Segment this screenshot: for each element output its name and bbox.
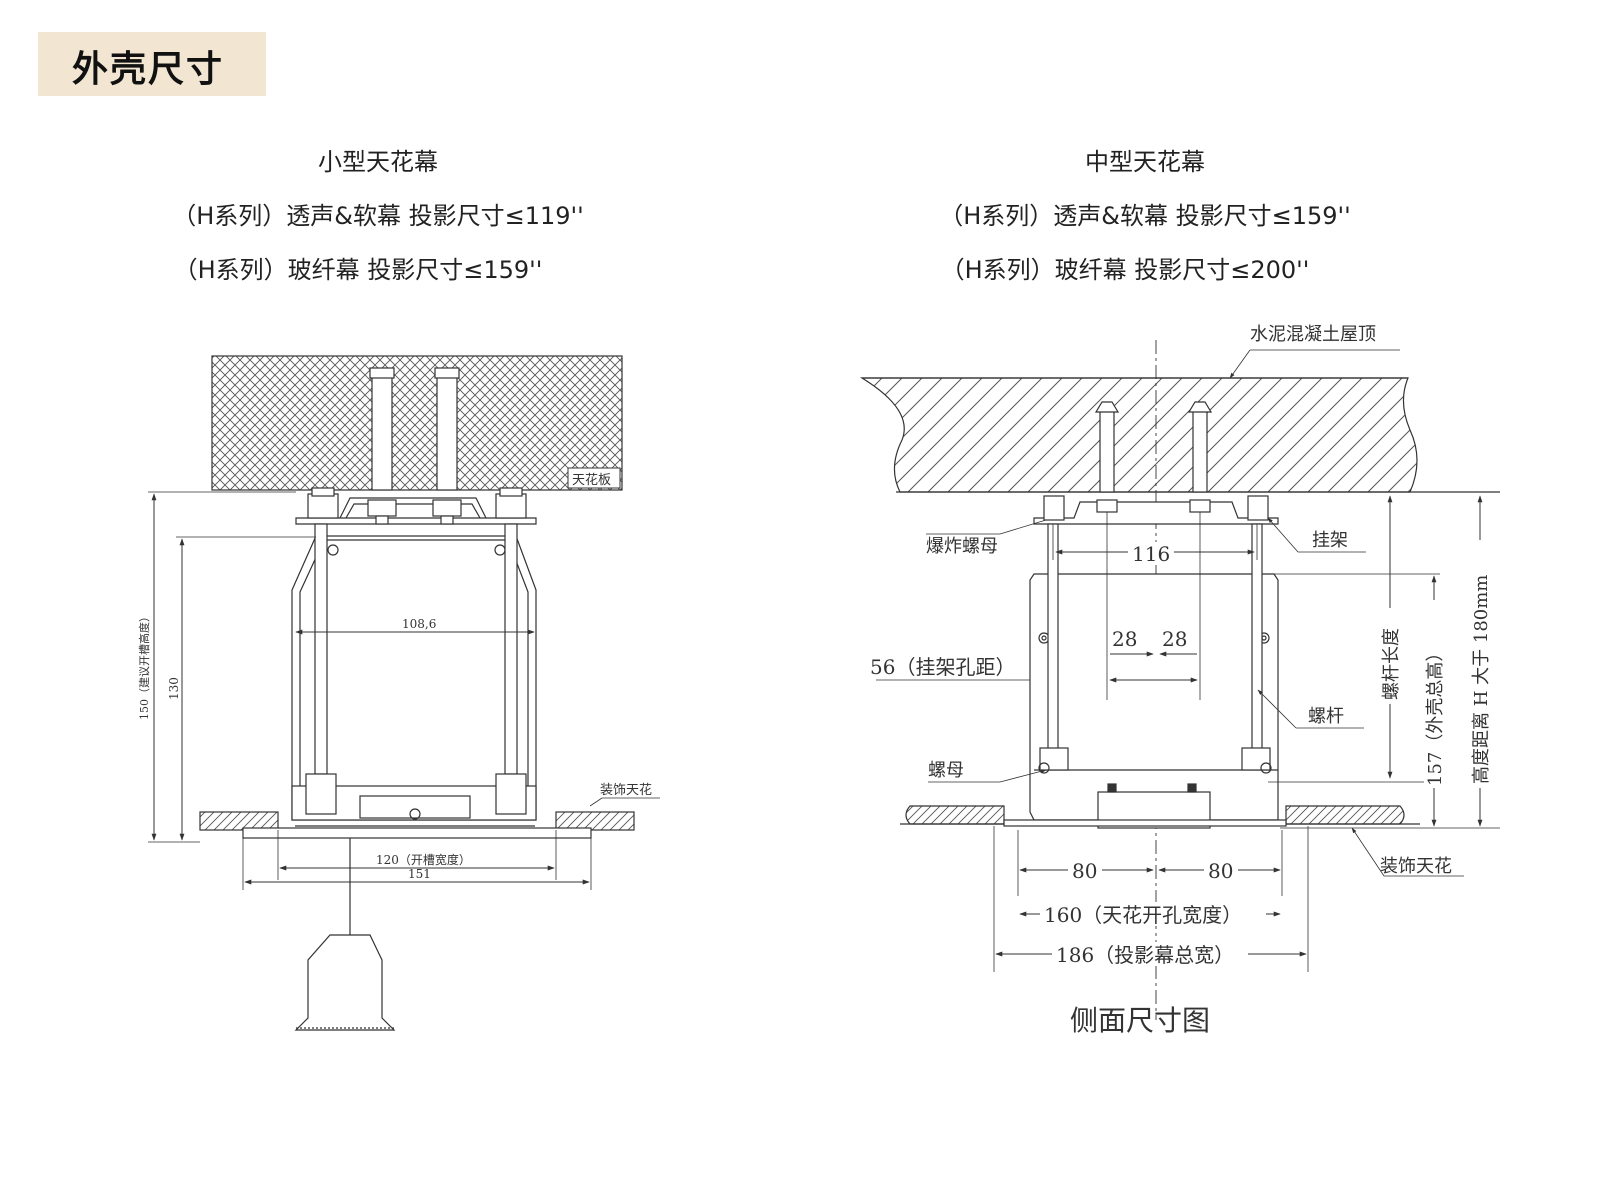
left-top-bracket [295,517,537,525]
right-label-rod: 螺杆 [1308,706,1344,727]
left-diagram [148,355,660,1031]
right-label-shell-height: 157（外壳总高） [1425,644,1446,786]
right-label-nut: 螺母 [928,760,964,781]
right-deco-ceiling-left [905,805,1005,825]
left-anchor-bolt-1 [371,371,393,491]
right-label-opening-width: 160（天花开孔宽度） [1044,903,1242,927]
right-label-deco-ceiling: 装饰天花 [1380,856,1452,877]
left-spec-line-2: （H系列）玻纤幕 投影尺寸≤159'' [173,256,543,284]
left-deco-ceiling-left [199,811,279,831]
right-caption: 侧面尺寸图 [1070,1004,1210,1037]
right-label-bracket: 挂架 [1312,530,1348,551]
right-label-expansion-nut: 爆炸螺母 [926,536,998,557]
right-housing [1029,573,1279,821]
left-deco-ceiling-right [555,811,635,831]
left-label-ceiling-board: 天花板 [572,472,611,488]
left-label-total-height: 150（建议开槽高度） [137,611,151,720]
right-anchor-bolt-1 [1099,409,1115,493]
right-label-screen-width: 186（投影幕总宽） [1056,943,1234,967]
left-label-slot-width: 120（开槽宽度） [376,852,471,867]
right-concrete-roof [859,377,1418,493]
left-rod-2 [504,523,518,775]
right-labels: 水泥混凝土屋顶 爆炸螺母 挂架 116 28 28 56（挂架孔距） 螺杆 螺母… [870,322,1492,1037]
right-title: 中型天花幕 [1085,148,1205,176]
right-label-concrete-roof: 水泥混凝土屋顶 [1250,324,1376,345]
left-label-box-height: 130 [167,677,181,700]
right-label-dim-80b: 80 [1208,859,1233,883]
left-ceiling-block [211,355,623,491]
right-label-dim-28b: 28 [1162,627,1187,651]
left-label-total-width: 151 [408,867,431,881]
right-spec-line-2: （H系列）玻纤幕 投影尺寸≤200'' [940,256,1310,284]
left-title: 小型天花幕 [318,148,438,176]
right-spec-line-1: （H系列）透声&软幕 投影尺寸≤159'' [939,202,1351,230]
right-label-dim-80a: 80 [1072,859,1097,883]
right-label-hole-spacing: 56（挂架孔距） [870,655,1015,679]
left-rod-1 [314,523,328,775]
right-anchor-bolt-2 [1192,409,1208,493]
left-spec-line-1: （H系列）透声&软幕 投影尺寸≤119'' [172,202,584,230]
right-diagram [859,340,1500,1020]
right-bracket [1033,501,1279,525]
left-label-deco-ceiling: 装饰天花 [600,782,652,798]
left-label-inner-width: 108,6 [402,617,436,631]
right-deco-ceiling-right [1285,805,1405,825]
right-label-rod-length: 螺杆长度 [1381,628,1402,700]
section-title: 外壳尺寸 [72,49,225,90]
section-header: 外壳尺寸 [38,32,266,96]
left-pull-handle [294,934,396,1031]
right-label-height-distance: 高度距离 H 大于 180mm [1471,575,1492,784]
left-anchor-bolt-2 [436,371,458,491]
left-labels: 天花板 108,6 150（建议开槽高度） 130 装饰天花 120（开槽宽度）… [137,472,652,881]
right-label-dim-116: 116 [1132,542,1170,566]
right-label-dim-28a: 28 [1112,627,1137,651]
